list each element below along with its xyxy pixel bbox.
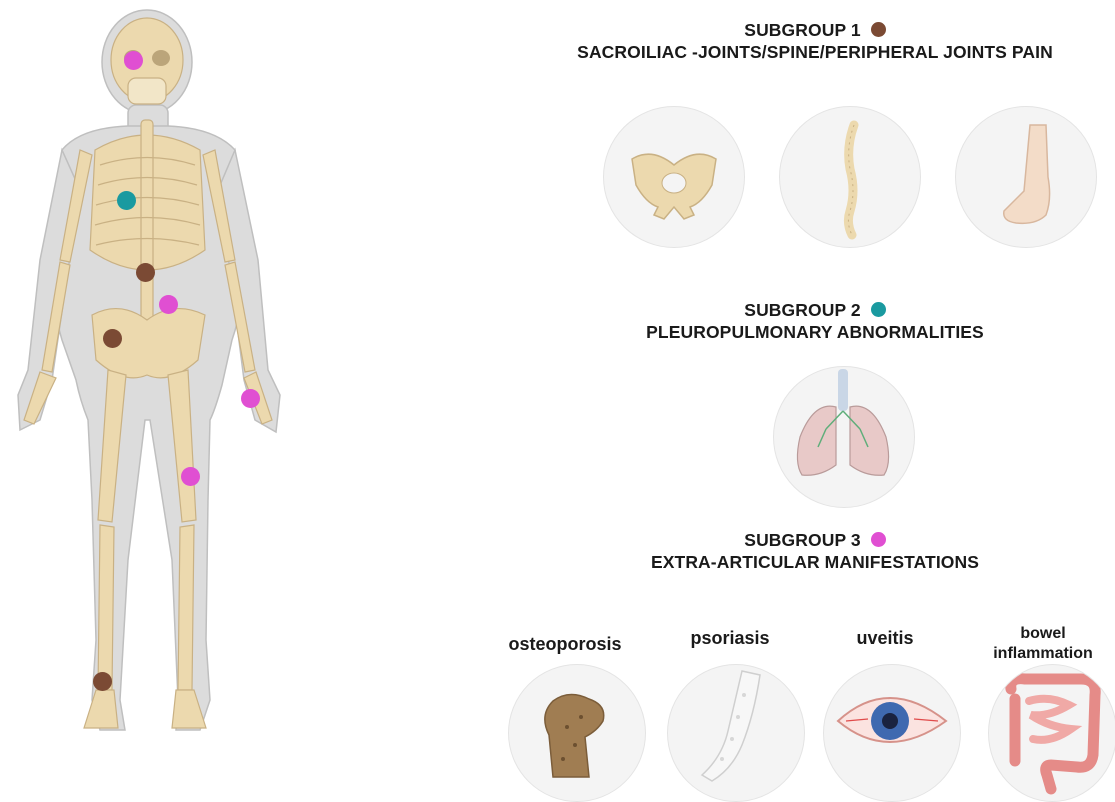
- subgroup-1-color-dot: [871, 22, 886, 37]
- subgroup-1-heading: SUBGROUP 1 SACROILIAC -JOINTS/SPINE/PERI…: [520, 19, 1110, 63]
- marker-femur: [181, 467, 200, 486]
- psoriasis-circle: [667, 664, 805, 802]
- subgroup-3-heading: SUBGROUP 3 EXTRA-ARTICULAR MANIFESTATION…: [520, 529, 1110, 573]
- label-bowel-inflammation: bowel inflammation: [968, 624, 1115, 664]
- bowel-inflammation-circle: [988, 664, 1115, 802]
- label-psoriasis: psoriasis: [655, 628, 805, 648]
- subgroup-1-title: SUBGROUP 1: [744, 20, 860, 40]
- subgroup-3-color-dot: [871, 532, 886, 547]
- spine-circle: [779, 106, 921, 248]
- subgroup-2-color-dot: [871, 302, 886, 317]
- foot-circle: [955, 106, 1097, 248]
- marker-hand: [241, 389, 260, 408]
- osteoporosis-circle: [508, 664, 646, 802]
- marker-abdomen: [159, 295, 178, 314]
- subgroup-2-heading: SUBGROUP 2 PLEUROPULMONARY ABNORMALITIES: [520, 299, 1110, 343]
- intestine-icon: [989, 665, 1115, 801]
- bone-icon: [509, 665, 645, 801]
- marker-ankle: [93, 672, 112, 691]
- spine-icon: [780, 107, 920, 247]
- label-uveitis: uveitis: [810, 628, 960, 648]
- marker-spine: [136, 263, 155, 282]
- skeleton-bones: [24, 18, 272, 728]
- uveitis-circle: [823, 664, 961, 802]
- lungs-icon: [774, 367, 914, 507]
- subgroup-2-subtitle: PLEUROPULMONARY ABNORMALITIES: [520, 321, 1110, 343]
- eye-icon: [824, 665, 960, 801]
- pelvis-icon: [604, 107, 744, 247]
- lungs-circle: [773, 366, 915, 508]
- subgroup-3-subtitle: EXTRA-ARTICULAR MANIFESTATIONS: [520, 551, 1110, 573]
- arm-skin-icon: [668, 665, 804, 801]
- subgroup-2-title: SUBGROUP 2: [744, 300, 860, 320]
- subgroup-1-subtitle: SACROILIAC -JOINTS/SPINE/PERIPHERAL JOIN…: [520, 41, 1110, 63]
- marker-lung: [117, 191, 136, 210]
- subgroup-3-title: SUBGROUP 3: [744, 530, 860, 550]
- marker-eye: [124, 51, 143, 70]
- label-osteoporosis: osteoporosis: [490, 634, 640, 654]
- foot-icon: [956, 107, 1096, 247]
- pelvis-circle: [603, 106, 745, 248]
- marker-sacroiliac-joint: [103, 329, 122, 348]
